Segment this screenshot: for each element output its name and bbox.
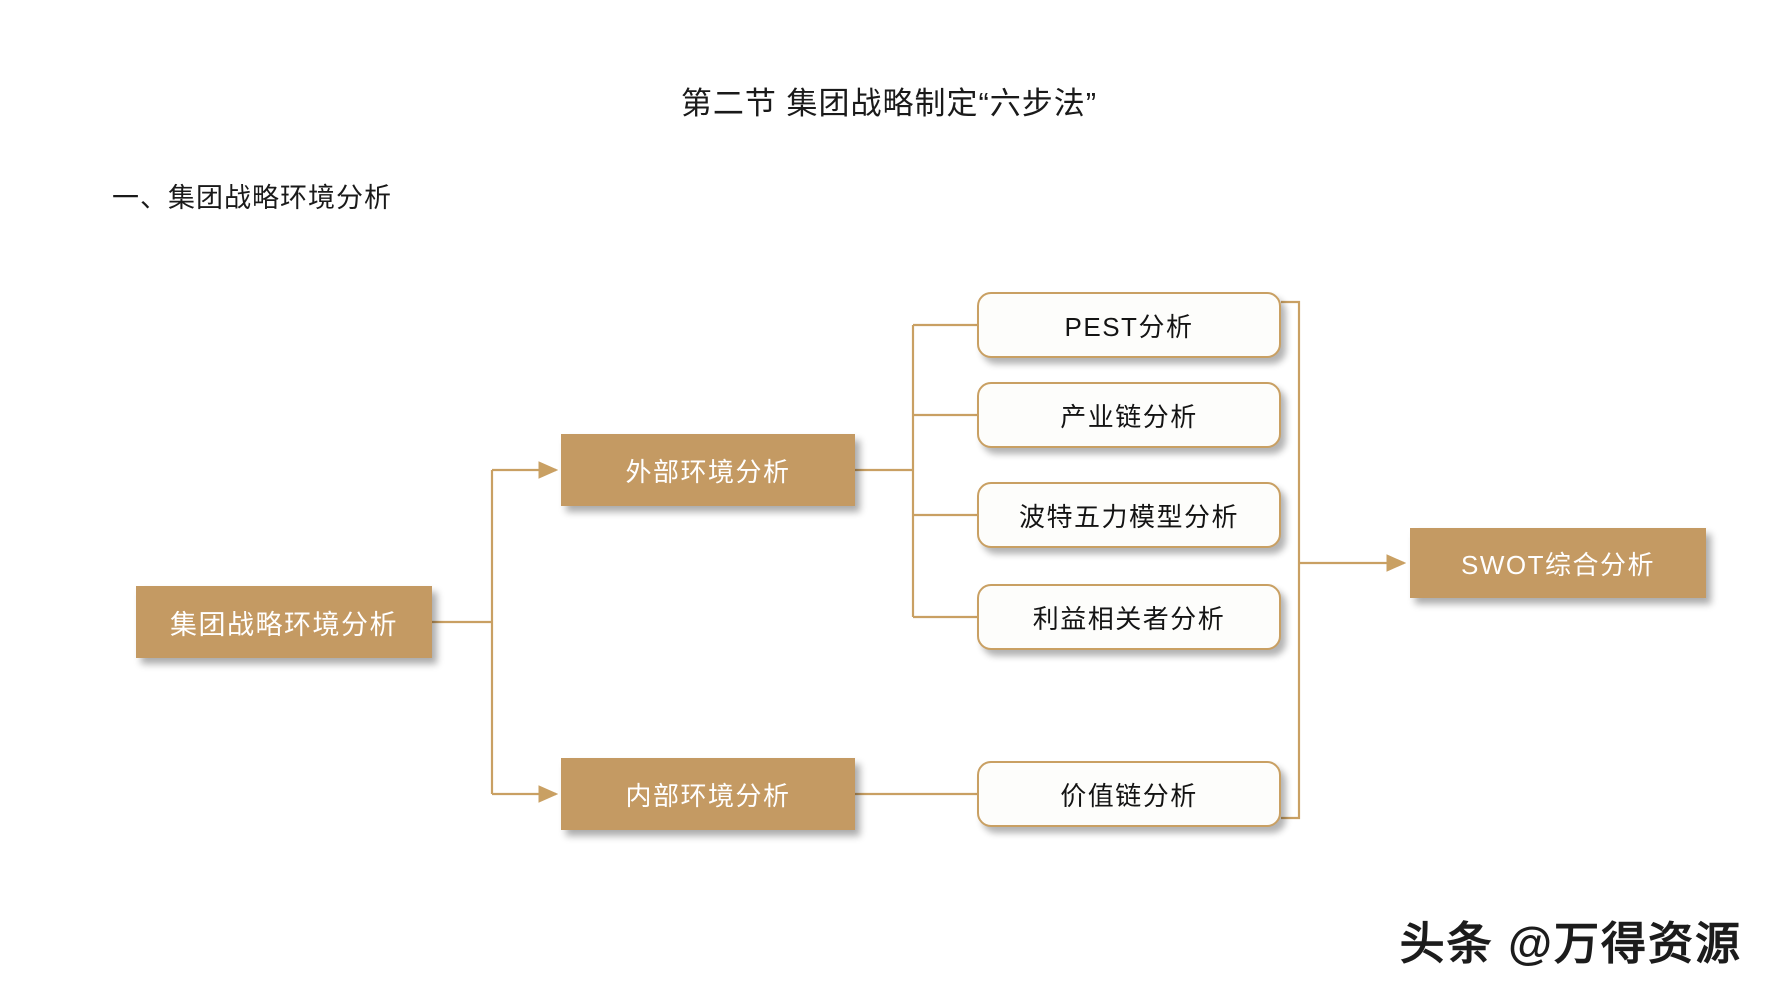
node-stakeholder-analysis[interactable]: 利益相关者分析 xyxy=(977,584,1281,650)
node-label: 内部环境分析 xyxy=(625,780,791,811)
node-root-strategy-environment-analysis[interactable]: 集团战略环境分析 xyxy=(136,586,432,658)
node-swot-comprehensive-analysis[interactable]: SWOT综合分析 xyxy=(1410,528,1706,598)
watermark: 头条 @万得资源 xyxy=(1399,918,1742,969)
node-industry-chain-analysis[interactable]: 产业链分析 xyxy=(977,382,1281,448)
node-label: SWOT综合分析 xyxy=(1461,549,1655,580)
section-heading: 一、集团战略环境分析 xyxy=(112,183,392,213)
node-pest-analysis[interactable]: PEST分析 xyxy=(977,292,1281,358)
node-external-environment-analysis[interactable]: 外部环境分析 xyxy=(561,434,855,506)
connector-external-to-leaves xyxy=(855,323,977,619)
node-label: 外部环境分析 xyxy=(625,456,791,487)
node-label: 波特五力模型分析 xyxy=(1018,501,1239,532)
node-value-chain-analysis[interactable]: 价值链分析 xyxy=(977,761,1281,827)
node-label: 利益相关者分析 xyxy=(1032,603,1226,634)
connector-leaves-to-swot xyxy=(1281,300,1407,820)
node-label: 集团战略环境分析 xyxy=(170,609,398,640)
node-label: PEST分析 xyxy=(1064,311,1194,342)
node-label: 产业链分析 xyxy=(1060,401,1198,432)
page-title: 第二节 集团战略制定“六步法” xyxy=(680,86,1098,121)
node-porter-five-forces-analysis[interactable]: 波特五力模型分析 xyxy=(977,482,1281,548)
node-internal-environment-analysis[interactable]: 内部环境分析 xyxy=(561,758,855,830)
node-label: 价值链分析 xyxy=(1060,780,1198,811)
connector-root-to-branches xyxy=(432,461,559,803)
